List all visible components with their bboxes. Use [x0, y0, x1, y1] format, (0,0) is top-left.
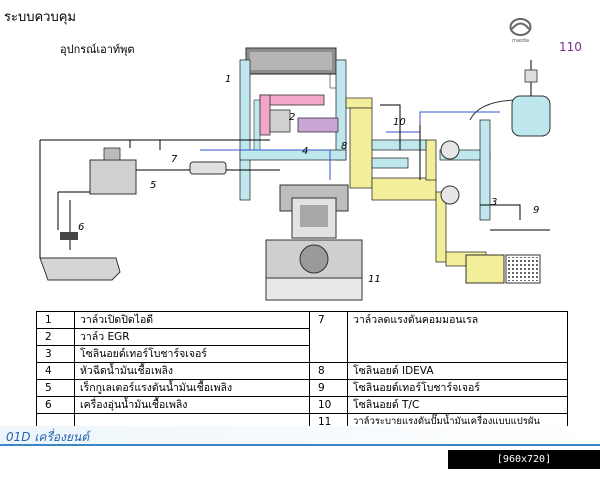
table-row: 4 หัวฉีดน้ำมันเชื้อเพลิง 8 โซลินอยด์ IDE…	[36, 362, 568, 380]
footer-divider	[0, 444, 600, 446]
part-number: 10	[309, 396, 348, 414]
part-number: 9	[309, 379, 348, 397]
callout-3: 3	[491, 197, 497, 208]
part-number: 7	[309, 311, 348, 363]
part-label: โซลินอยด์เทอร์โบชาร์จเจอร์	[74, 345, 310, 363]
part-number: 3	[36, 345, 75, 363]
part-label: เร็กกูเลเตอร์แรงดันน้ำมันเชื้อเพลิง	[74, 379, 310, 397]
svg-text:mazda: mazda	[512, 38, 529, 44]
part-label: วาล์วลดแรงดันคอมมอนเรล	[347, 311, 568, 363]
callout-9: 9	[533, 205, 539, 216]
part-label: โซลินอยด์เทอร์โบชาร์จเจอร์	[347, 379, 568, 397]
part-number: 1	[36, 311, 75, 329]
callout-1: 1	[225, 74, 231, 85]
callout-8: 8	[341, 141, 347, 152]
footer-title: 01D เครื่องยนต์	[6, 430, 89, 444]
watermark: [960x720] https://upic.me/	[448, 450, 600, 484]
table-row: 2 วาล์ว EGR	[36, 328, 568, 346]
part-number: 4	[36, 362, 75, 380]
page-number: 110	[559, 40, 582, 54]
mazda-logo-icon: mazda	[497, 14, 544, 45]
part-number: 6	[36, 396, 75, 414]
part-number: 2	[36, 328, 75, 346]
callout-4: 4	[302, 146, 308, 157]
table-row: 5 เร็กกูเลเตอร์แรงดันน้ำมันเชื้อเพลิง 9 …	[36, 379, 568, 397]
part-number: 8	[309, 362, 348, 380]
parts-table: 1 วาล์วเปิดปิดไอดี 7 วาล์วลดแรงดันคอมมอน…	[36, 311, 568, 431]
table-row: 1 วาล์วเปิดปิดไอดี 7 วาล์วลดแรงดันคอมมอน…	[36, 311, 568, 363]
part-label: โซลินอยด์ T/C	[347, 396, 568, 414]
callout-2: 2	[289, 112, 295, 123]
footer-bar	[0, 426, 600, 444]
page-subtitle: อุปกรณ์เอาท์พุต	[60, 43, 135, 56]
part-label: วาล์ว EGR	[74, 328, 310, 346]
callout-7: 7	[171, 154, 178, 165]
callout-5: 5	[150, 180, 156, 191]
part-label: หัวฉีดน้ำมันเชื้อเพลิง	[74, 362, 310, 380]
callout-6: 6	[78, 222, 84, 233]
part-label: วาล์วเปิดปิดไอดี	[74, 311, 310, 329]
part-label: เครื่องอุ่นน้ำมันเชื้อเพลิง	[74, 396, 310, 414]
page-title: ระบบควบคุม	[4, 10, 76, 25]
part-label: โซลินอยด์ IDEVA	[347, 362, 568, 380]
table-row: 3 โซลินอยด์เทอร์โบชาร์จเจอร์	[36, 345, 568, 363]
callout-11: 11	[368, 274, 381, 285]
table-row: 6 เครื่องอุ่นน้ำมันเชื้อเพลิง 10 โซลินอย…	[36, 396, 568, 414]
engine-control-diagram: 1 2 3 4 5 6 7 8 9 10 11	[39, 47, 551, 301]
part-number: 5	[36, 379, 75, 397]
callout-10: 10	[393, 117, 406, 128]
slide: ระบบควบคุม อุปกรณ์เอาท์พุต 110 mazda	[0, 10, 600, 484]
